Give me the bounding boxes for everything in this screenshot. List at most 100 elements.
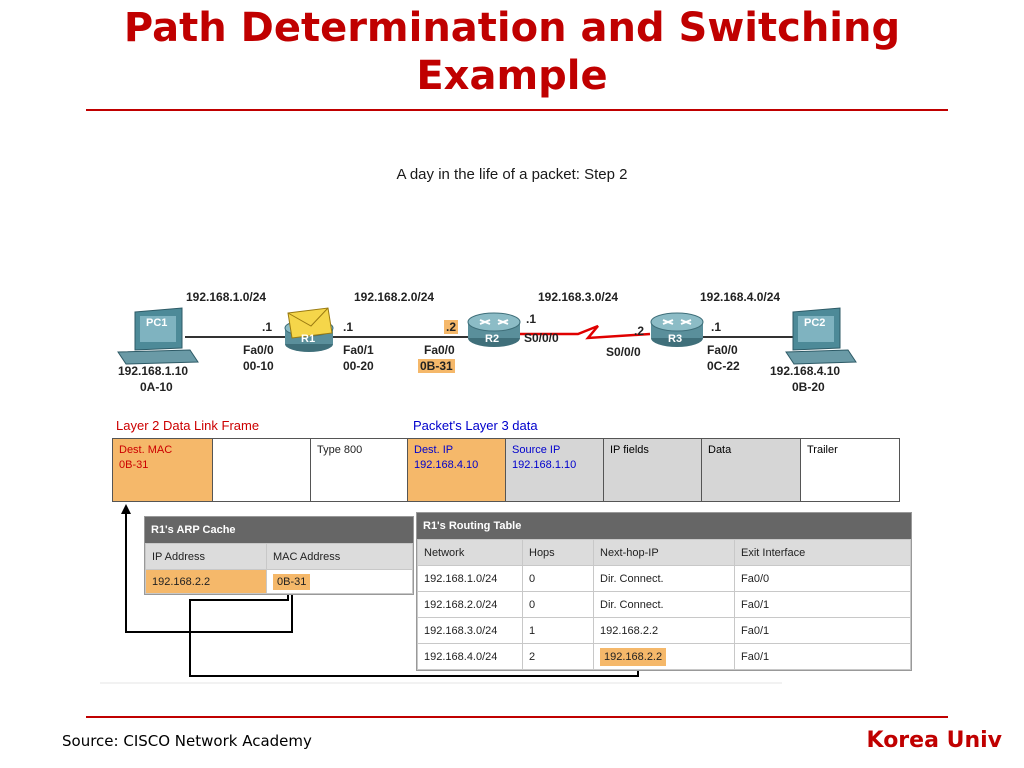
routing-cell-next-hop: 192.168.2.2	[593, 643, 735, 670]
arp-cache-panel: R1's ARP Cache IP Address MAC Address 19…	[144, 516, 414, 595]
network-label-1: 192.168.1.0/24	[186, 290, 267, 304]
routing-cell-network: 192.168.1.0/24	[417, 565, 523, 592]
title-divider	[86, 109, 948, 111]
frame-dest-mac-value: 0B-31	[119, 459, 149, 471]
packet-envelope-icon	[287, 307, 333, 339]
r1-right-mac: 00-20	[343, 359, 374, 373]
routing-cell-hops: 1	[522, 617, 594, 644]
r2-name: R2	[485, 333, 500, 345]
pc1-mac: 0A-10	[140, 380, 173, 394]
slide-title-line2: Example	[416, 53, 608, 99]
r1-left-mac: 00-10	[243, 359, 274, 373]
r1-name: R1	[301, 333, 316, 345]
table-row: 192.168.3.0/24 1 192.168.2.2 Fa0/1	[417, 617, 911, 644]
routing-col-hops: Hops	[522, 539, 594, 566]
routing-cell-hops: 0	[522, 565, 594, 592]
table-row: 192.168.2.0/24 0 Dir. Connect. Fa0/1	[417, 591, 911, 618]
arp-col-ip: IP Address	[145, 543, 267, 570]
layer3-data-label: Packet's Layer 3 data	[413, 418, 538, 433]
routing-cell-hops: 2	[522, 643, 594, 670]
pc1-icon	[117, 307, 199, 365]
frame-source-ip: Source IP 192.168.1.10	[506, 439, 604, 501]
slide-title: Path Determination and Switching Example	[0, 4, 1024, 100]
slide-title-line1: Path Determination and Switching	[123, 5, 901, 51]
table-row: 192.168.4.0/24 2 192.168.2.2 Fa0/1	[417, 643, 911, 670]
frame-src-mac-empty	[213, 439, 311, 501]
arp-row-mac: 0B-31	[266, 569, 413, 594]
r2-right-interface: S0/0/0	[524, 331, 559, 345]
arp-row-ip: 192.168.2.2	[145, 569, 267, 594]
routing-cell-exit: Fa0/0	[734, 565, 911, 592]
routing-col-next-hop: Next-hop-IP	[593, 539, 735, 566]
network-label-3: 192.168.3.0/24	[538, 290, 619, 304]
routing-header-row: Network Hops Next-hop-IP Exit Interface	[417, 539, 911, 566]
frame-dest-ip: Dest. IP 192.168.4.10	[408, 439, 506, 501]
r3-left-host: .2	[634, 324, 645, 338]
routing-cell-exit: Fa0/1	[734, 643, 911, 670]
arp-col-mac: MAC Address	[266, 543, 413, 570]
table-row: 192.168.2.2 0B-31	[145, 569, 413, 594]
arp-header-row: IP Address MAC Address	[145, 543, 413, 570]
frame-dest-ip-value: 192.168.4.10	[414, 459, 479, 471]
arp-cache-title: R1's ARP Cache	[145, 517, 413, 543]
footer-divider	[86, 716, 948, 718]
pc2-mac: 0B-20	[792, 380, 825, 394]
arp-cache-table: IP Address MAC Address 192.168.2.2 0B-31	[145, 543, 413, 594]
router-r3-icon	[650, 312, 704, 347]
r3-right-mac: 0C-22	[707, 359, 740, 373]
r3-left-interface: S0/0/0	[606, 345, 641, 359]
network-label-4: 192.168.4.0/24	[700, 290, 781, 304]
routing-cell-next-hop: Dir. Connect.	[593, 591, 735, 618]
arp-lookup-arrow	[121, 504, 293, 633]
routing-col-exit: Exit Interface	[734, 539, 911, 566]
pc2-ip: 192.168.4.10	[770, 364, 841, 378]
r2-right-host: .1	[526, 312, 537, 326]
r1-left-interface: Fa0/0	[243, 343, 274, 357]
routing-table-panel: R1's Routing Table Network Hops Next-hop…	[416, 512, 912, 671]
routing-cell-exit: Fa0/1	[734, 591, 911, 618]
frame-data: Data	[702, 439, 801, 501]
routing-cell-network: 192.168.3.0/24	[417, 617, 523, 644]
r3-right-host: .1	[711, 320, 722, 334]
data-link-frame: Dest. MAC 0B-31 Type 800 Dest. IP 192.16…	[112, 438, 900, 502]
routing-table: Network Hops Next-hop-IP Exit Interface …	[417, 539, 911, 670]
frame-dest-mac: Dest. MAC 0B-31	[113, 439, 213, 501]
routing-cell-next-hop: Dir. Connect.	[593, 565, 735, 592]
frame-dest-ip-label: Dest. IP	[414, 444, 454, 456]
frame-dest-mac-label: Dest. MAC	[119, 444, 173, 456]
pc1-ip: 192.168.1.10	[118, 364, 189, 378]
routing-col-network: Network	[417, 539, 523, 566]
routing-cell-network: 192.168.2.0/24	[417, 591, 523, 618]
frame-source-ip-value: 192.168.1.10	[512, 459, 577, 471]
r2-left-mac: 0B-31	[418, 359, 455, 373]
r2-left-interface: Fa0/0	[424, 343, 455, 357]
table-row: 192.168.1.0/24 0 Dir. Connect. Fa0/0	[417, 565, 911, 592]
r2-left-host: .2	[444, 320, 459, 334]
source-credit: Source: CISCO Network Academy	[62, 732, 312, 750]
r1-right-host: .1	[343, 320, 354, 334]
routing-table-title: R1's Routing Table	[417, 513, 911, 539]
routing-cell-exit: Fa0/1	[734, 617, 911, 644]
pc1-name: PC1	[146, 317, 168, 329]
network-label-2: 192.168.2.0/24	[354, 290, 435, 304]
frame-trailer: Trailer	[807, 444, 838, 456]
diagram-caption: A day in the life of a packet: Step 2	[396, 166, 628, 183]
frame-source-ip-label: Source IP	[512, 444, 561, 456]
routing-cell-network: 192.168.4.0/24	[417, 643, 523, 670]
frame-ip-fields: IP fields	[604, 439, 702, 501]
brand-name: Korea Univ	[866, 728, 1002, 753]
link-r2-r3-serial	[520, 324, 651, 340]
pc2-icon	[785, 307, 857, 365]
router-r2-icon	[467, 312, 521, 347]
arp-row-mac-value: 0B-31	[273, 573, 311, 590]
pc2-name: PC2	[804, 317, 826, 329]
frame-type: Type 800	[311, 439, 408, 501]
r1-right-interface: Fa0/1	[343, 343, 374, 357]
layer2-frame-label: Layer 2 Data Link Frame	[116, 418, 260, 433]
routing-cell-next-hop: 192.168.2.2	[593, 617, 735, 644]
routing-cell-next-hop-highlight: 192.168.2.2	[600, 647, 667, 666]
routing-cell-hops: 0	[522, 591, 594, 618]
r3-name: R3	[668, 333, 683, 345]
r3-right-interface: Fa0/0	[707, 343, 738, 357]
